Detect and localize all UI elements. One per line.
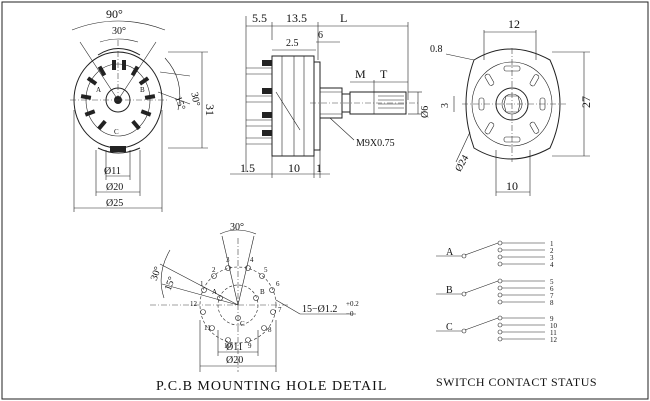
dim-5-5-label: 5.5 — [252, 11, 267, 25]
front-pin-slots — [80, 60, 156, 131]
pcb-hole-label-2: 2 — [212, 266, 216, 274]
dim-M-label: M — [355, 67, 366, 81]
pole-b-group: B 5 6 7 8 — [436, 278, 554, 307]
switch-status: A 1 2 3 4 B — [436, 240, 597, 389]
hole-spec-label: 15−Ø1.2 — [302, 304, 337, 315]
dim-phi24-label: Ø24 — [453, 153, 471, 173]
contact-7: 7 — [550, 292, 554, 300]
dim-L-label: L — [340, 11, 347, 25]
dim-3-label: 3 — [440, 103, 451, 108]
dim-2-5-label: 2.5 — [286, 38, 299, 49]
pcb-detail-caption: P.C.B MOUNTING HOLE DETAIL — [156, 379, 387, 394]
pcb-hole-circle — [199, 266, 277, 344]
pcb-dia-11-label: Ø11 — [226, 342, 243, 353]
dim-13-5-label: 13.5 — [286, 11, 307, 25]
side-terminals — [246, 67, 272, 145]
pole-c-group: C 9 10 11 12 — [436, 315, 558, 344]
dim-0-8-label: 0.8 — [430, 44, 443, 55]
pcb-pole-b-label: B — [260, 288, 265, 296]
front-view: 90° 30° 30° 15° — [70, 7, 217, 212]
pcb-hole-label-1: 1 — [200, 280, 204, 288]
dim-27-label: 27 — [579, 96, 593, 108]
back-body-outline — [465, 48, 561, 160]
thread-label: M9X0.75 — [356, 138, 395, 149]
back-slots — [478, 65, 546, 143]
pcb-hole-label-5: 5 — [264, 266, 268, 274]
front-pole-b-label: B — [140, 86, 145, 94]
pcb-angle-15-label: 15° — [163, 275, 178, 292]
contact-11: 11 — [550, 329, 557, 337]
front-pole-c-label: C — [114, 128, 119, 136]
pcb-hole-label-7: 7 — [278, 306, 282, 314]
angle-15-label: 15° — [172, 95, 187, 112]
contact-3: 3 — [550, 254, 554, 262]
pole-a-label: A — [446, 247, 454, 258]
pole-a-group: A 1 2 3 4 — [436, 240, 554, 269]
pcb-pole-c-label: C — [240, 320, 245, 328]
contact-2: 2 — [550, 247, 554, 255]
pcb-hole-label-6: 6 — [276, 280, 280, 288]
dim-1-label: 1 — [316, 161, 322, 175]
hole-tol-plus: +0.2 — [346, 300, 359, 308]
dim-10-side-label: 10 — [288, 161, 300, 175]
back-view: 12 0.8 3 27 Ø24 — [430, 17, 593, 196]
contact-8: 8 — [550, 299, 554, 307]
pcb-angle-30-label: 30° — [230, 222, 244, 233]
contact-12: 12 — [550, 336, 558, 344]
pcb-hole-label-11: 11 — [204, 324, 211, 332]
pcb-angle-30-left-label: 30° — [149, 265, 164, 282]
switch-status-caption: SWITCH CONTACT STATUS — [436, 375, 597, 389]
dim-6-label: 6 — [318, 30, 323, 41]
contact-4: 4 — [550, 261, 554, 269]
side-view: 5.5 13.5 L 6 2.5 — [230, 11, 431, 178]
front-pole-a-label: A — [96, 86, 101, 94]
pcb-hole-label-10: 10 — [224, 342, 232, 350]
dia-11-label: Ø11 — [104, 166, 121, 177]
pcb-hole-label-8: 8 — [268, 326, 272, 334]
pcb-hole-label-9: 9 — [248, 342, 252, 350]
pcb-holes — [200, 265, 276, 343]
pcb-dia-20-label: Ø20 — [226, 355, 243, 366]
pcb-hole-label-3: 3 — [226, 256, 230, 264]
pole-c-label: C — [446, 322, 453, 333]
contact-10: 10 — [550, 322, 558, 330]
hole-tol-minus: −0 — [346, 310, 354, 318]
angle-30-label: 30° — [112, 26, 126, 37]
pcb-hole-label-12: 12 — [190, 300, 198, 308]
switch-body-side — [271, 55, 315, 157]
dim-T-label: T — [380, 67, 388, 81]
dim-12-label: 12 — [508, 17, 520, 31]
angle-90-label: 90° — [106, 7, 123, 21]
pcb-hole-label-4: 4 — [250, 256, 254, 264]
contact-1: 1 — [550, 240, 554, 248]
contact-6: 6 — [550, 285, 554, 293]
contact-9: 9 — [550, 315, 554, 323]
dim-1-5-label: 1.5 — [240, 161, 255, 175]
height-31-label: 31 — [203, 104, 217, 116]
dim-10-back-label: 10 — [506, 179, 518, 193]
angle-30-right-label: 30° — [188, 91, 201, 107]
contact-5: 5 — [550, 278, 554, 286]
dia-20-label: Ø20 — [106, 182, 123, 193]
dia-25-label: Ø25 — [106, 198, 123, 209]
dim-phi6-label: Ø6 — [420, 106, 431, 118]
pole-b-label: B — [446, 285, 453, 296]
pcb-detail: 30° 30° 15° 3 4 — [149, 222, 387, 394]
pcb-pole-a-label: A — [212, 288, 217, 296]
